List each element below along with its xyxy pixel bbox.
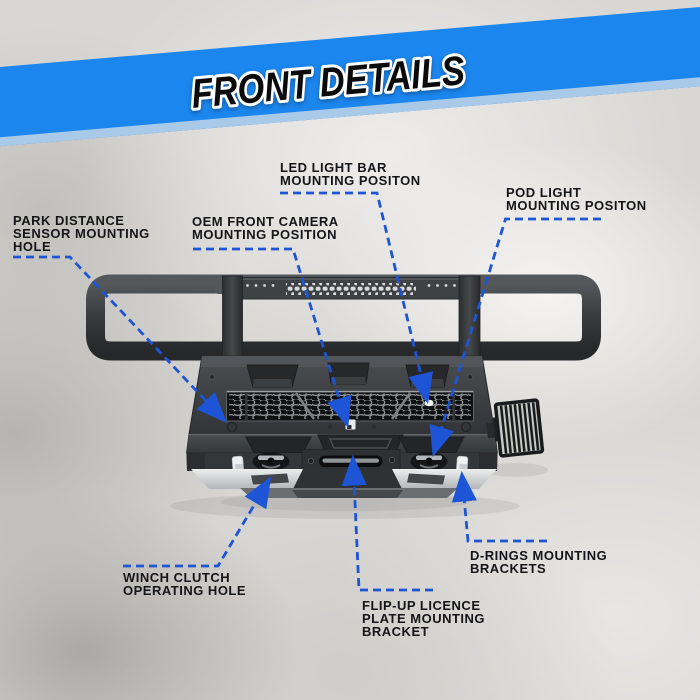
licence-plate-bracket xyxy=(486,398,545,458)
label-line: BRACKETS xyxy=(470,561,547,576)
mesh-brace-left xyxy=(294,392,316,420)
callout-line-pod-light xyxy=(429,217,601,458)
label-line: LED LIGHT BAR xyxy=(280,160,387,175)
label-line: PARK DISTANCE xyxy=(13,213,125,228)
callout-line-d-rings xyxy=(451,470,547,543)
label-line: SENSOR MOUNTING xyxy=(13,226,150,241)
label-line: POD LIGHT xyxy=(506,185,582,200)
face-bolt-right xyxy=(372,424,376,429)
label-line: OEM FRONT CAMERA xyxy=(192,214,339,229)
label-line: PLATE MOUNTING xyxy=(362,611,486,626)
label-line: HOLE xyxy=(13,239,52,254)
callout-line-oem-camera xyxy=(193,247,352,429)
callout-line-flip-up-plate xyxy=(341,454,433,592)
mesh-brace-right xyxy=(390,392,412,420)
label-line: MOUNTING POSITON xyxy=(280,173,421,188)
led-mounting-point-highlight xyxy=(424,399,434,407)
label-line: FLIP-UP LICENCE xyxy=(362,598,481,613)
label-winch-clutch: WINCH CLUTCH OPERATING HOLE xyxy=(123,571,246,597)
mesh-grille xyxy=(226,390,474,422)
label-d-rings: D-RINGS MOUNTING BRACKETS xyxy=(470,549,607,575)
label-line: WINCH CLUTCH xyxy=(123,570,231,585)
center-pocket-inner xyxy=(328,438,393,449)
skid-slot-right xyxy=(407,473,445,485)
winch-roller xyxy=(322,458,379,463)
bumper-step xyxy=(186,433,498,454)
label-line: MOUNTING POSITION xyxy=(192,227,337,242)
park-sensor-hole-left xyxy=(226,421,238,433)
label-park-distance: PARK DISTANCE SENSOR MOUNTING HOLE xyxy=(13,214,150,253)
skid-center-panel xyxy=(292,469,403,491)
winch-fairlead xyxy=(301,449,401,472)
body-bolt-right xyxy=(467,374,473,380)
skid-bottom-center xyxy=(292,490,403,498)
label-line: OPERATING HOLE xyxy=(123,583,247,598)
label-pod-light: POD LIGHT MOUNTING POSITON xyxy=(506,186,647,212)
label-line: MOUNTING POSITON xyxy=(506,198,647,213)
tow-oval-right xyxy=(410,452,448,471)
label-oem-camera: OEM FRONT CAMERA MOUNTING POSITION xyxy=(192,215,339,241)
led-mount-plate xyxy=(241,277,463,300)
label-line: D-RINGS MOUNTING xyxy=(470,548,608,563)
tow-oval-left xyxy=(252,452,290,471)
label-led-light-bar: LED LIGHT BAR MOUNTING POSITON xyxy=(280,161,421,187)
label-flip-up-plate: FLIP-UP LICENCE PLATE MOUNTING BRACKET xyxy=(362,599,485,638)
park-sensor-hole-right xyxy=(460,421,472,433)
skid-plate xyxy=(191,469,497,498)
callout-line-winch-clutch xyxy=(123,476,272,568)
bracket-slats xyxy=(499,402,540,454)
led-mount-holes xyxy=(286,283,416,295)
callout-line-park-distance xyxy=(13,255,227,424)
callout-lines xyxy=(13,191,601,592)
oem-camera-lens xyxy=(347,425,352,429)
label-line: BRACKET xyxy=(362,624,430,639)
callout-line-led-light-bar xyxy=(280,191,434,405)
body-bolt-left xyxy=(209,374,215,380)
face-bolt-left xyxy=(328,424,332,429)
plate-rivet-dots xyxy=(246,284,456,287)
